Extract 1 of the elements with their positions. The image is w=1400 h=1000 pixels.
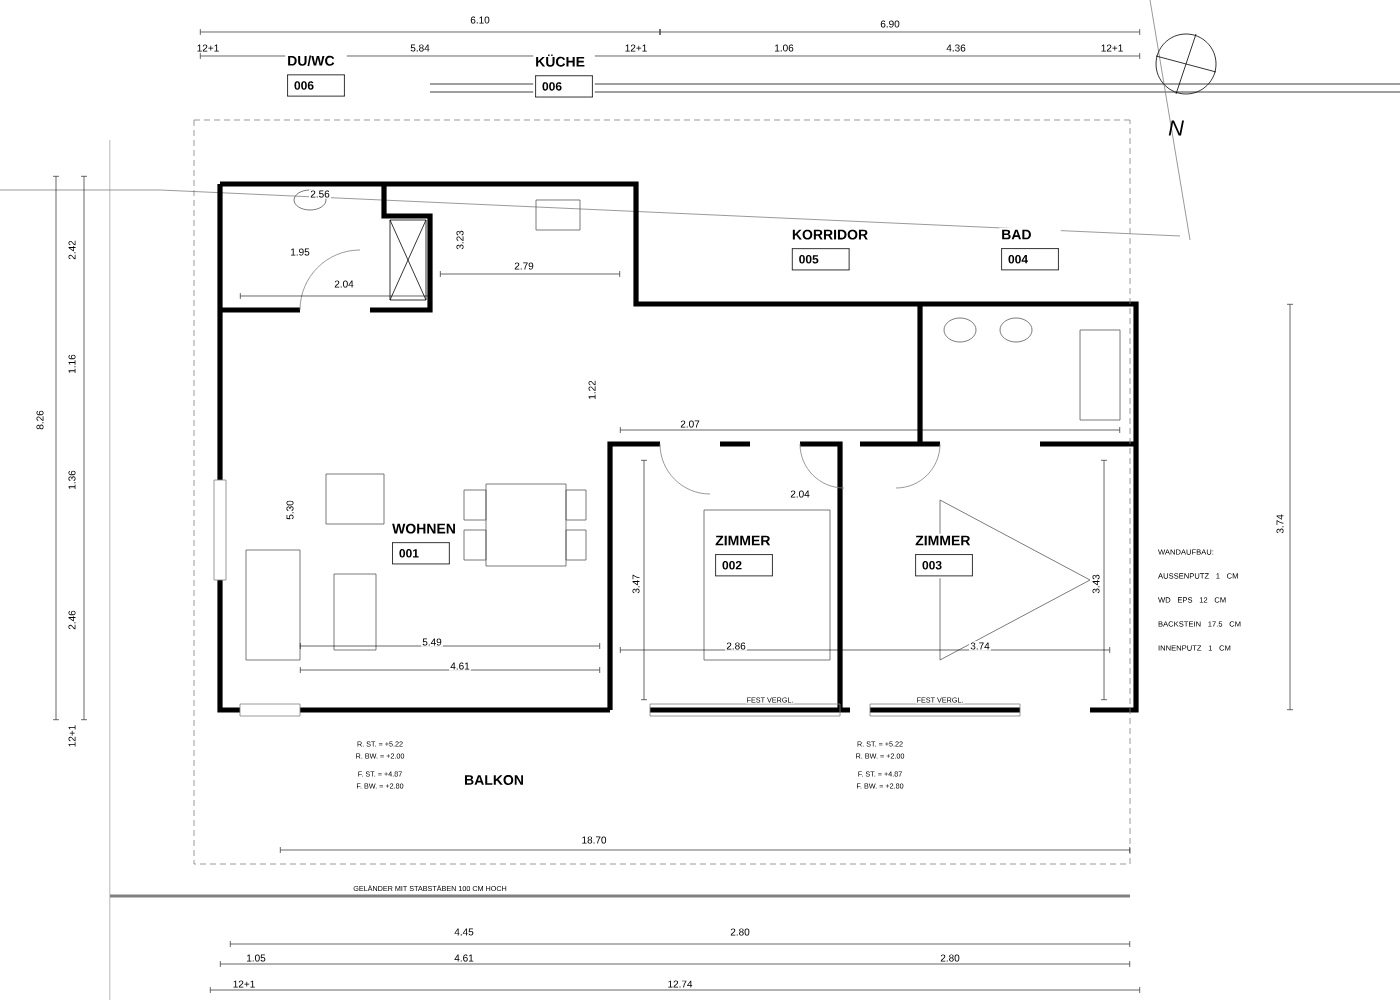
north-label: N — [1168, 120, 1184, 136]
